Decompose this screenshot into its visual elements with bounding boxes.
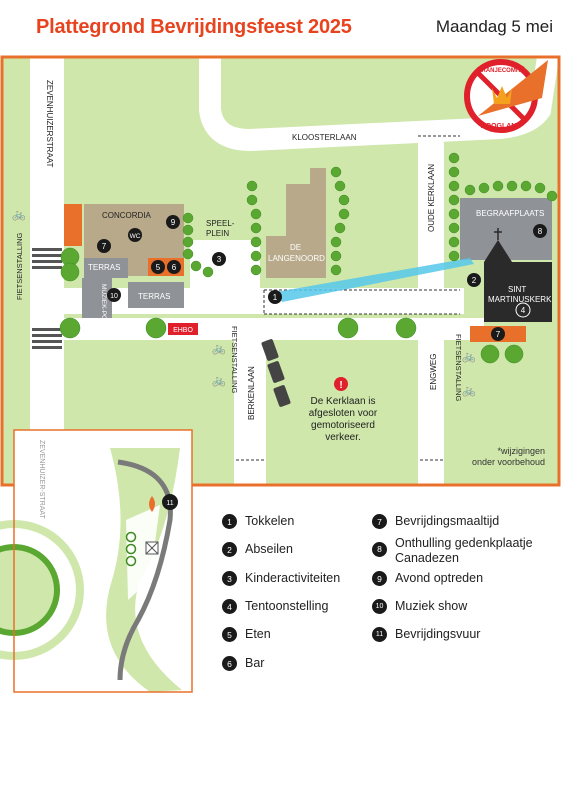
kloosterlaan-road	[199, 55, 559, 152]
marker-7b: 7	[496, 330, 501, 339]
terras-2-label: TERRAS	[138, 292, 170, 301]
street-berkenlaan: BERKENLAAN	[247, 366, 256, 420]
muziekpodium	[82, 278, 112, 318]
ehbo-box	[168, 323, 198, 335]
footnote: *wijzigingen onder voorbehoud	[471, 446, 545, 467]
sint-label-1: SINT	[508, 285, 526, 294]
orange-stand-left	[64, 204, 82, 246]
marker-2: 2	[472, 276, 477, 285]
langenoord-label-2: LANGENOORD	[268, 254, 325, 263]
warning-icon	[334, 377, 348, 391]
langenoord-label-1: DE	[290, 243, 301, 252]
logo-top-text: ORANJECOMITÉ	[477, 66, 525, 74]
marker-11: 11	[166, 500, 173, 507]
ehbo-label: EHBO	[173, 327, 193, 334]
street-kloosterlaan: KLOOSTERLAAN	[292, 133, 357, 142]
street-oude-kerklaan: OUDE KERKLAAN	[427, 164, 436, 232]
begraafplaats-label: BEGRAAFPLAATS	[476, 209, 544, 218]
fietsenstalling-mid: FIETSENSTALLING	[230, 326, 239, 394]
muziekpodium-label: MUZIEK-PODIUM	[100, 284, 107, 337]
parked-cars	[261, 339, 291, 407]
marker-7a: 7	[102, 242, 107, 251]
terras-2	[128, 282, 184, 308]
marker-10: 10	[110, 293, 118, 300]
speelplein-label-1: SPEEL-	[206, 219, 235, 228]
speelplein-label-2: PLEIN	[206, 229, 229, 238]
marker-6: 6	[172, 263, 177, 272]
trees	[59, 152, 558, 364]
terras-1-label: TERRAS	[88, 263, 120, 272]
zebra-crossings	[32, 248, 62, 349]
svg-text:🚲: 🚲	[212, 343, 226, 355]
svg-text:🚲: 🚲	[462, 351, 476, 363]
sint-label-2: MARTINUSKERK	[488, 295, 552, 304]
fietsenstalling-left: FIETSENSTALLING	[15, 232, 24, 300]
map-markers: 9 7 5 6 3 10 1 2 8 4 7	[97, 215, 547, 341]
marker-3: 3	[217, 255, 222, 264]
svg-text:🚲: 🚲	[212, 375, 226, 387]
marker-4: 4	[521, 306, 526, 315]
svg-text:🚲: 🚲	[462, 385, 476, 397]
street-engweg: ENGWEG	[429, 354, 438, 390]
fietsenstalling-right: FIETSENSTALLING	[454, 334, 463, 402]
terras-1	[84, 258, 128, 278]
concordia-label: CONCORDIA	[102, 211, 152, 220]
marker-5: 5	[156, 263, 161, 272]
church-tower	[484, 240, 512, 262]
svg-text:🚲: 🚲	[12, 209, 26, 221]
abseil-cable	[276, 258, 474, 302]
wc-label: WC	[130, 233, 141, 240]
svg-text:!: !	[339, 380, 342, 391]
marker-8: 8	[538, 227, 543, 236]
bike-icons: 🚲 🚲 🚲 🚲 🚲	[12, 209, 476, 397]
page-title: Plattegrond Bevrijdingsfeest 2025	[36, 16, 352, 38]
closure-notice: De Kerklaan is afgesloten voor gemotoris…	[308, 396, 378, 443]
event-date: Maandag 5 mei	[435, 17, 553, 36]
inset-map: 11 ZEVENHUIZER-STRAAT	[0, 429, 193, 693]
marker-9: 9	[171, 218, 176, 227]
langenoord-building	[266, 168, 326, 278]
street-zevenhuizerstraat: ZEVENHUIZERSTRAAT	[45, 80, 54, 168]
inset-street-label: ZEVENHUIZER-STRAAT	[38, 440, 45, 520]
oranjecomite-logo: ORANJECOMITÉ HOOGLAND	[464, 59, 548, 133]
marker-1: 1	[273, 293, 278, 302]
sint-martinuskerk	[484, 262, 552, 322]
logo-bottom-text: HOOGLAND	[481, 123, 522, 130]
map-frame	[0, 55, 561, 487]
